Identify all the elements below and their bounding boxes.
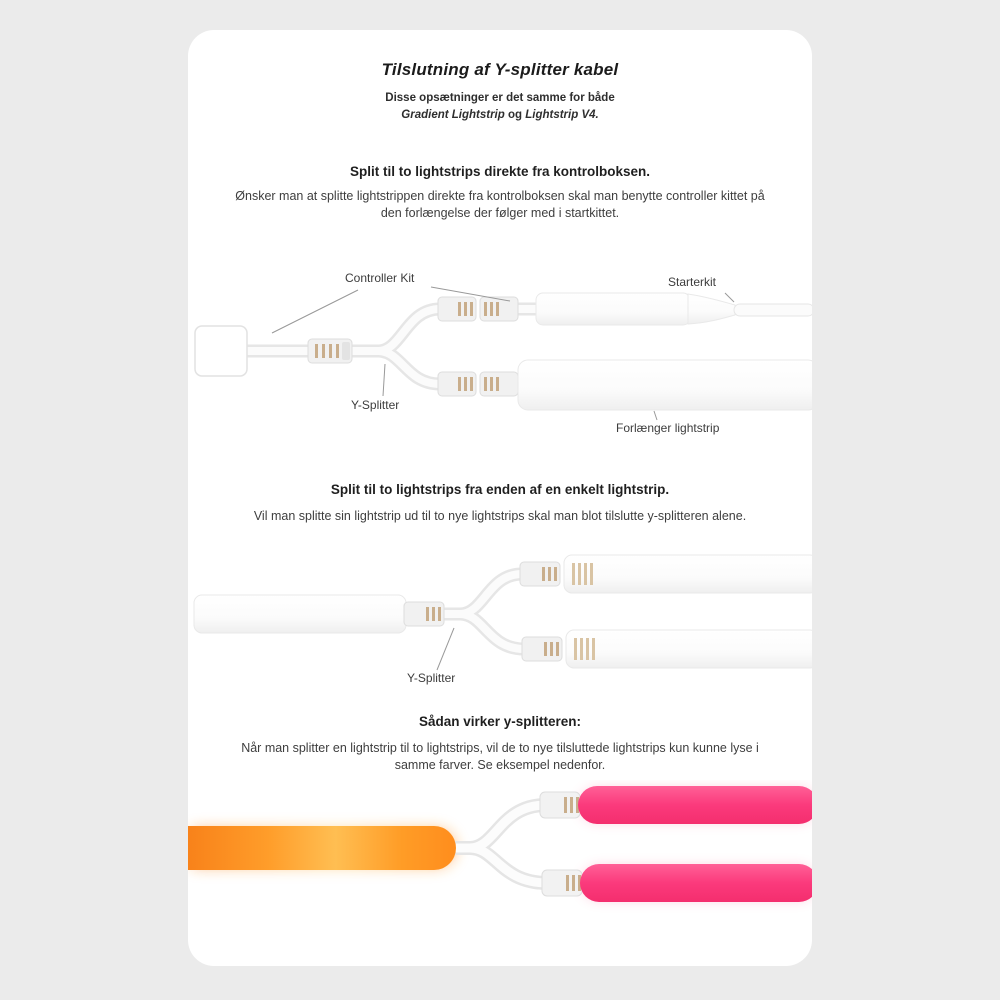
section3-body: Når man splitter en lightstrip til to li… [241,741,759,772]
starterkit-strip [535,292,812,326]
upper-pink-lightstrip [578,786,812,824]
upper-connector-pair [437,296,519,322]
label-starterkit: Starterkit [668,275,717,289]
lower-connector-pair [437,371,519,397]
diagram2-graphic [193,554,812,671]
diagram-color-example [188,780,812,920]
subtitle-product-1: Gradient Lightstrip [401,109,505,121]
label-y-splitter-2: Y-Splitter [407,671,456,685]
instruction-card: Tilslutning af Y-splitter kabel Disse op… [188,30,812,966]
lower-pink-lightstrip [580,864,812,902]
lower-branch-connector [541,869,583,897]
section1-heading: Split til to lightstrips direkte fra kon… [349,164,651,179]
pointer-lines [436,627,455,671]
lower-branch-connector [521,636,563,662]
lower-new-lightstrip [565,629,812,669]
section3-heading: Sådan virker y-splitteren: [418,714,582,729]
diagram-controller-split: Controller Kit Starterkit Y-Splitter For… [188,263,812,448]
subtitle-line-1: Disse opsætninger er det samme for både [385,92,615,104]
diagram-end-split: Y-Splitter [188,548,812,700]
section2-body: Vil man splitte sin lightstrip ud til to… [253,509,747,523]
pointer-lines [271,286,735,421]
source-lightstrip [193,594,407,634]
upper-branch-connector [519,561,561,587]
controller-box [194,325,248,377]
section1-body: Ønsker man at splitte lightstrippen dire… [235,189,765,220]
upper-branch-connector [539,791,581,819]
orange-lightstrip [188,826,456,870]
section2-heading: Split til to lightstrips fra enden af en… [330,482,670,497]
subtitle-line-2: Gradient Lightstrip og Lightstrip V4. [188,107,812,124]
subtitle-connector-word: og [504,109,526,121]
source-connector [403,601,445,627]
subtitle-product-2: Lightstrip V4. [525,109,599,121]
diagram3-graphic [188,786,812,902]
label-controller-kit: Controller Kit [345,271,415,285]
diagram1-graphic [194,286,812,421]
label-y-splitter-1: Y-Splitter [351,398,400,412]
controller-kit-connector [307,338,353,364]
upper-new-lightstrip [563,554,812,594]
page-subtitle: Disse opsætninger er det samme for både … [188,90,812,124]
page-title: Tilslutning af Y-splitter kabel [381,60,619,79]
extension-lightstrip [517,359,812,411]
label-extension-lightstrip: Forlænger lightstrip [616,421,720,435]
